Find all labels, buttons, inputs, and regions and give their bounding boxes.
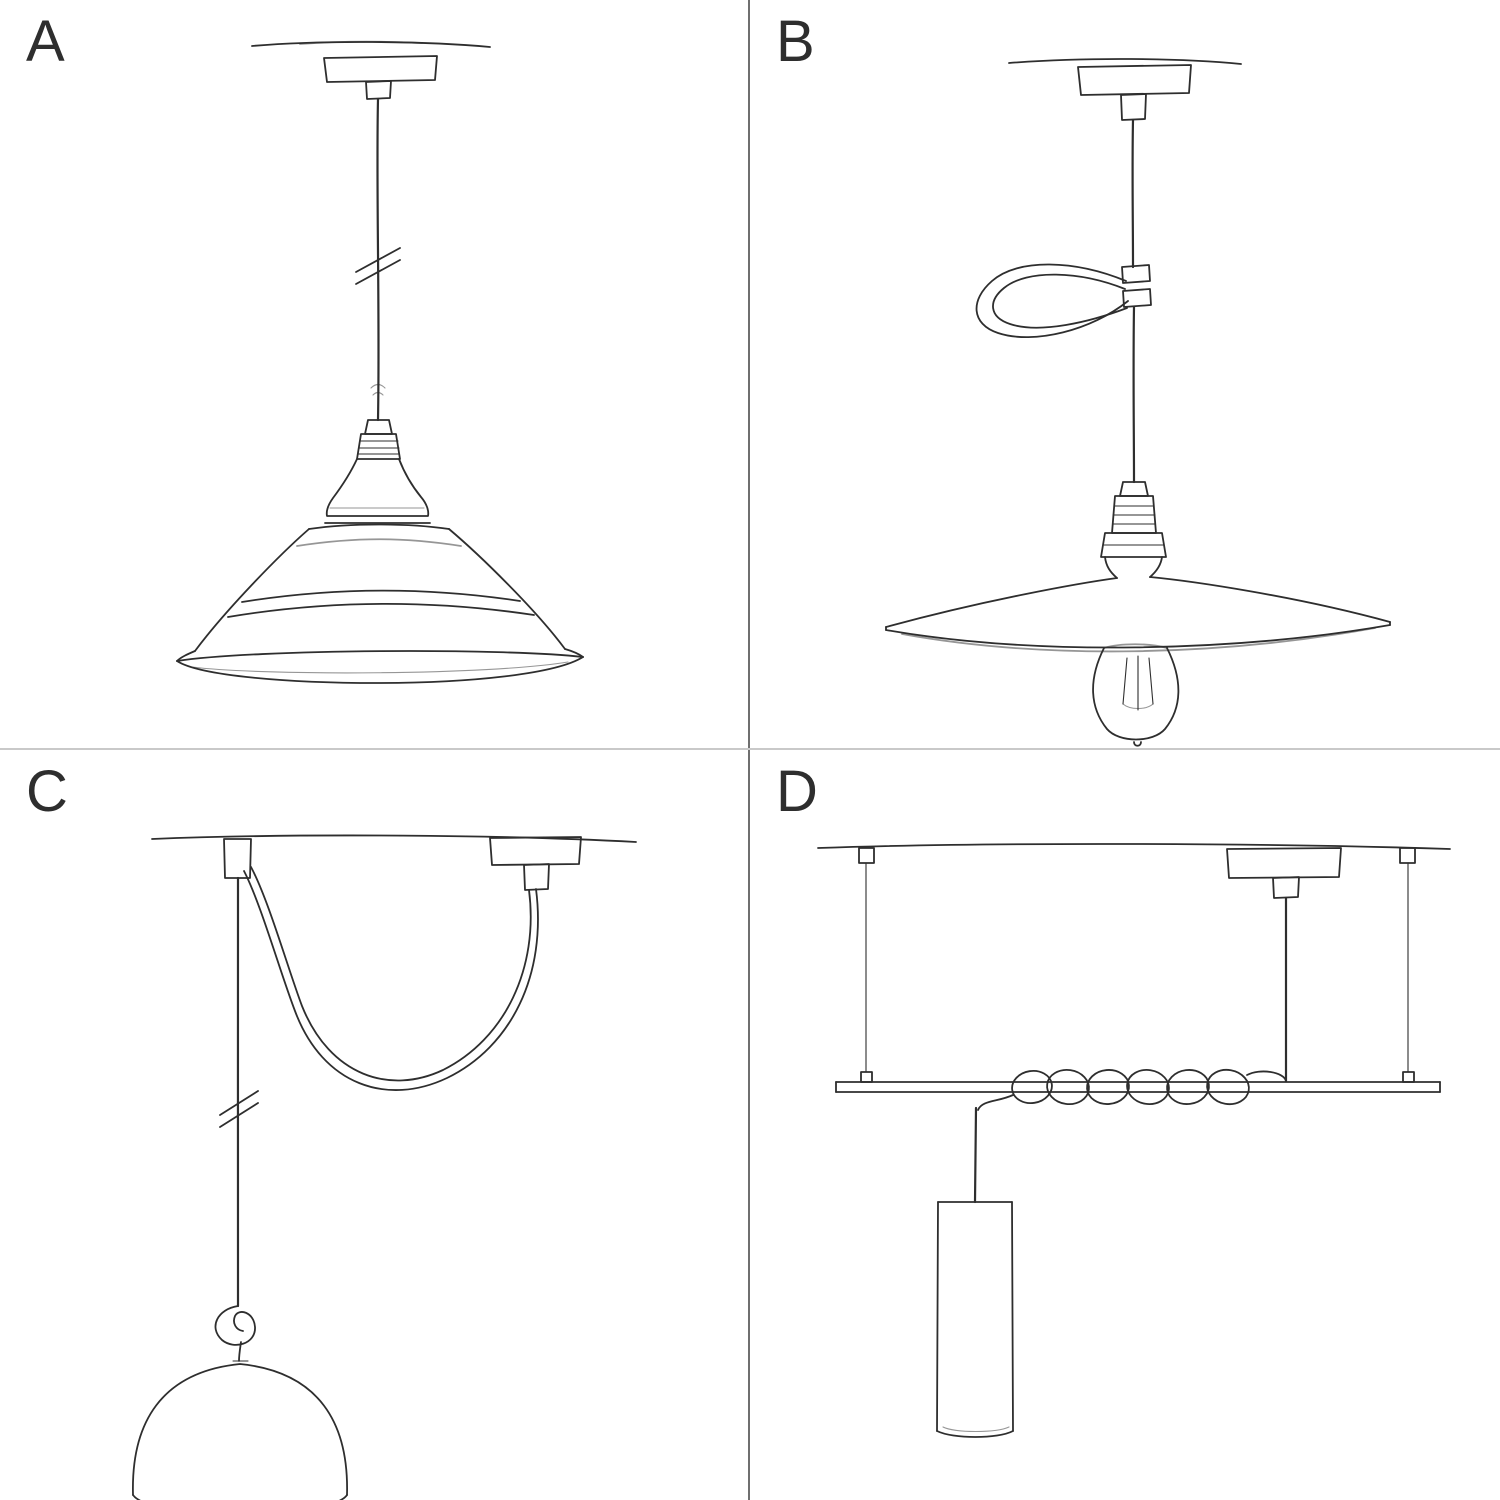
swag-cable — [243, 866, 539, 1091]
decorative-cable-loop — [975, 263, 1129, 339]
pendant-cable — [355, 97, 401, 422]
right-suspension-wire — [1399, 847, 1416, 1083]
panel-b-label: B — [776, 9, 816, 74]
cable-clamp — [1121, 264, 1152, 308]
left-suspension-wire — [858, 847, 875, 1083]
panel-c-label: C — [26, 759, 69, 824]
bell-shade — [132, 1363, 348, 1500]
pendant-cable — [1131, 118, 1136, 484]
panel-b: B — [750, 0, 1500, 750]
vertical-divider — [748, 0, 750, 1500]
suspended-bar-tube-pendant-sketch — [817, 843, 1451, 1438]
ceiling-rose — [1226, 847, 1342, 899]
suspension-bar — [835, 1081, 1441, 1093]
swag-hook — [223, 838, 252, 879]
panel-a-label: A — [26, 9, 66, 74]
edison-bulb — [1092, 643, 1180, 747]
coiled-cable — [977, 1068, 1287, 1111]
drop-cable — [219, 876, 259, 1308]
panel-d-label: D — [776, 759, 819, 824]
ceiling-rose — [323, 55, 438, 100]
lamp-holder — [1100, 481, 1167, 558]
flat-plate-shade — [885, 556, 1391, 653]
ceiling-line — [1008, 58, 1242, 65]
cable-knot — [214, 1305, 256, 1362]
pendant-flat-shade-bulb-sketch — [885, 58, 1391, 747]
ceiling-rose — [1077, 64, 1192, 121]
ceiling-line — [817, 843, 1451, 850]
ceiling-line — [151, 834, 637, 843]
tube-pendant — [936, 1201, 1014, 1438]
ceiling-line — [251, 40, 491, 48]
ceiling-rose — [489, 836, 582, 891]
horizontal-divider — [0, 748, 1500, 750]
pendant-cable — [973, 1106, 978, 1204]
swag-pendant-bell-shade-sketch — [132, 834, 637, 1500]
pendant-industrial-shade-sketch — [176, 40, 584, 684]
lamp-holder — [324, 419, 431, 524]
industrial-shade — [176, 523, 584, 684]
panel-a: A — [0, 0, 750, 750]
panel-d: D — [750, 750, 1500, 1500]
panel-c: C — [0, 750, 750, 1500]
